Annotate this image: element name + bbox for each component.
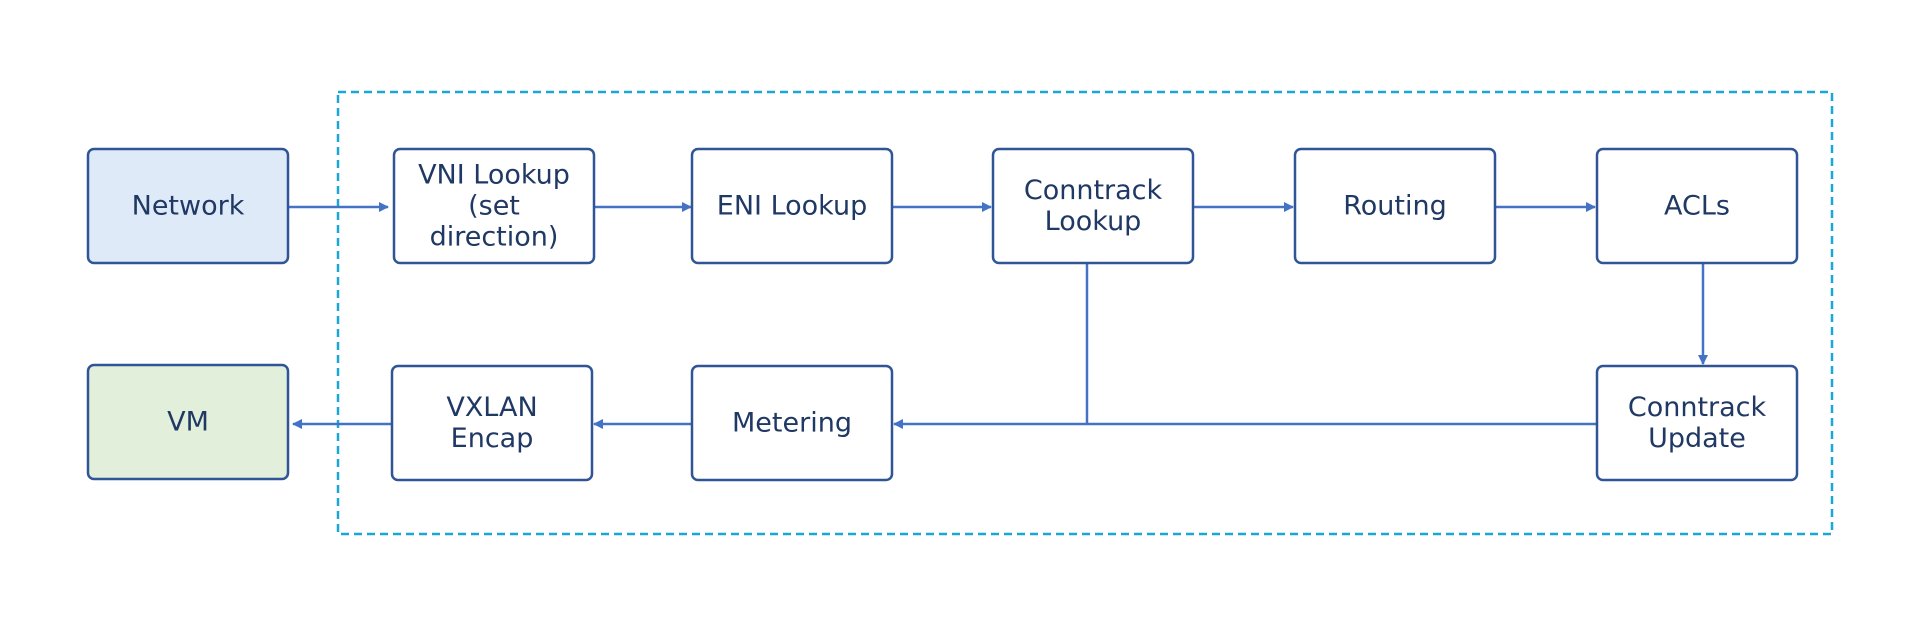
node-eni-lookup-box [690, 147, 894, 265]
node-acls: ACLs [1595, 147, 1799, 265]
node-vni-lookup-label: VNI Lookup [418, 160, 570, 191]
node-routing-label: Routing [1343, 191, 1447, 222]
node-routing: Routing [1293, 147, 1497, 265]
node-conntrack-update-box [1595, 364, 1799, 482]
node-vxlan-encap-box [390, 364, 594, 482]
node-conntrack-lookup-label: Conntrack [1024, 175, 1163, 206]
node-vm-label: VM [167, 407, 209, 438]
node-conntrack-lookup-label: Lookup [1045, 206, 1142, 237]
node-eni-lookup-label: ENI Lookup [717, 191, 867, 222]
node-vm-box [86, 363, 290, 481]
node-acls-label: ACLs [1664, 191, 1730, 222]
node-vni-lookup-label: (set [468, 191, 520, 222]
pipeline-boundary [336, 90, 1834, 536]
node-vxlan-encap-label: Encap [451, 423, 534, 454]
node-network-box [86, 147, 290, 265]
node-conntrack-update-label: Update [1648, 423, 1746, 454]
node-eni-lookup: ENI Lookup [690, 147, 894, 265]
node-metering-label: Metering [732, 408, 852, 439]
node-routing-box [1293, 147, 1497, 265]
node-network: Network [86, 147, 290, 265]
node-acls-box [1595, 147, 1799, 265]
node-network-label: Network [132, 191, 245, 222]
node-metering-box [690, 364, 894, 482]
node-vni-lookup-label: direction) [430, 222, 559, 253]
node-metering: Metering [690, 364, 894, 482]
node-conntrack-lookup-box [991, 147, 1195, 265]
node-vxlan-encap-label: VXLAN [446, 392, 537, 423]
node-vni-lookup-box [392, 147, 596, 265]
node-vm: VM [86, 363, 290, 481]
connectors [288, 202, 1708, 429]
node-conntrack-update-label: Conntrack [1628, 392, 1767, 423]
